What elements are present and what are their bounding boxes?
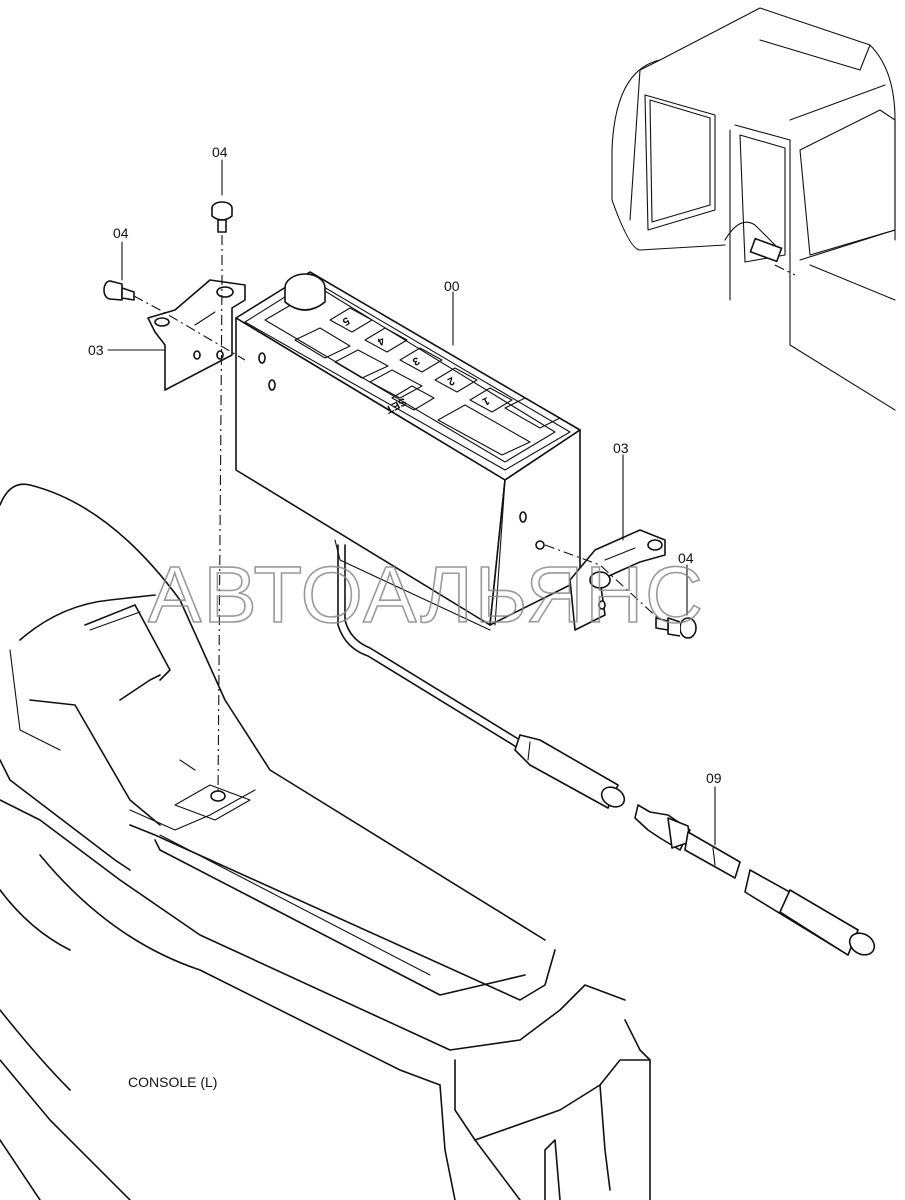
screw-right [655, 617, 697, 639]
label-console: CONSOLE (L) [128, 1074, 217, 1090]
leaders [107, 159, 716, 846]
key-4-label: 4 [375, 334, 387, 348]
label-part-03-right: 03 [613, 440, 629, 456]
cable-assembly [337, 544, 876, 956]
key-3-label: 3 [410, 354, 421, 367]
key-1-label: 1 [480, 394, 491, 407]
key-5-label: 5 [340, 314, 351, 327]
label-part-04-left: 04 [113, 225, 129, 241]
label-part-03-left: 03 [88, 342, 104, 358]
cab-inset [611, 7, 896, 411]
screw-left [103, 280, 135, 301]
screw-top [211, 201, 233, 233]
console-left [0, 483, 651, 1200]
key-2-label: 2 [445, 374, 456, 387]
screw-left-axis [133, 295, 246, 361]
right-bracket [569, 529, 666, 631]
watermark: АВТОАЛЬЯНС [148, 550, 705, 639]
label-part-04-right: 04 [678, 550, 694, 566]
screw-top-axis [217, 235, 223, 796]
left-bracket [147, 279, 246, 391]
label-part-00: 00 [444, 278, 460, 294]
label-part-09: 09 [706, 770, 722, 786]
label-part-04-top: 04 [212, 144, 228, 160]
monitor-unit: 5 4 3 2 1 SET [235, 271, 581, 631]
